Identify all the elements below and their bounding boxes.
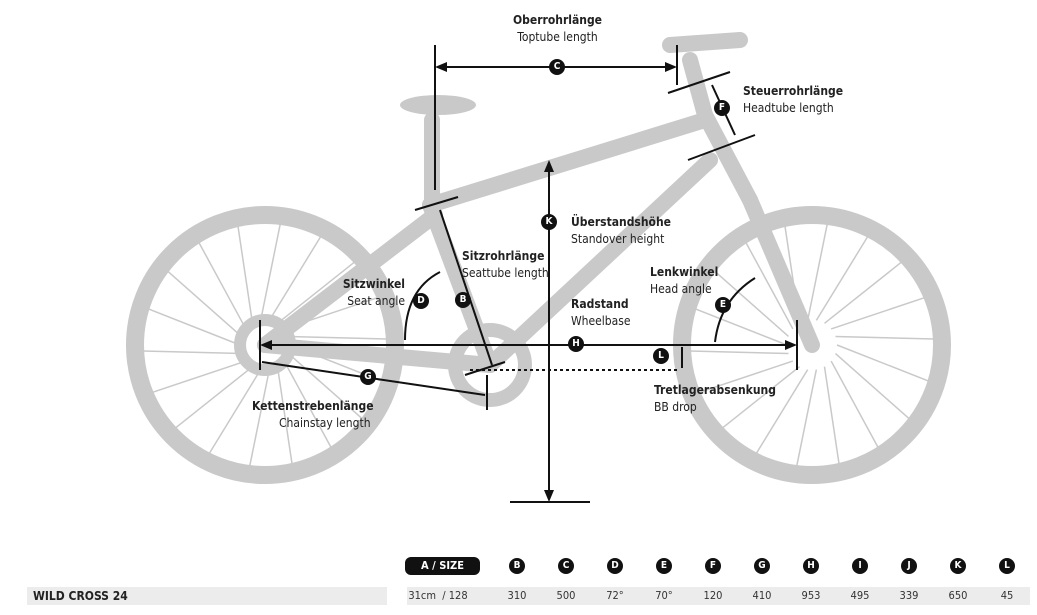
spoke [824,261,902,324]
model-name: WILD CROSS 24 [33,589,128,603]
spoke [699,360,794,394]
col-header-c: C [558,558,574,574]
col-header-f: F [705,558,721,574]
spoke [152,360,247,394]
spoke [143,350,242,355]
spoke [198,242,247,330]
spoke [690,350,789,355]
spoke [259,223,282,321]
spoke [695,308,788,346]
size-value: 31cm / 128 [408,589,468,602]
row-bg-model [27,587,387,605]
chainring [448,323,532,407]
spoke [835,335,934,340]
col-header-d: D [607,558,623,574]
spoke [288,335,387,340]
badge-l: L [653,348,669,364]
badge-c: C [549,59,565,75]
spoke [806,223,829,321]
saddle [400,95,476,115]
spoke [714,270,790,338]
spoke [834,352,910,420]
value-d: 72° [606,589,624,602]
badge-b: B [455,292,471,308]
badge-h: H [568,336,584,352]
col-header-i: I [852,558,868,574]
badge-g: G [360,369,376,385]
col-header-j: J [901,558,917,574]
value-g: 410 [752,589,772,602]
spoke [745,242,794,330]
spoke [277,261,355,324]
spoke [248,369,271,467]
badge-e: E [715,297,731,313]
value-e: 70° [655,589,673,602]
value-j: 339 [899,589,919,602]
spoke [830,296,925,330]
spoke [175,366,253,429]
badge-f: F [714,100,730,116]
spoke [208,369,262,454]
value-k: 650 [948,589,968,602]
value-h: 953 [801,589,821,602]
col-header-b: B [509,558,525,574]
spoke [287,352,363,420]
value-b: 310 [507,589,527,602]
col-header-e: E [656,558,672,574]
bike-geometry-diagram [126,32,951,503]
badge-k: K [541,214,557,230]
col-header-g: G [754,558,770,574]
frame [257,32,820,373]
spoke [815,236,869,321]
col-header-l: L [999,558,1015,574]
spoke [276,366,293,465]
value-l: 45 [1000,589,1014,602]
spoke [148,308,241,346]
badge-d: D [413,293,429,309]
value-f: 120 [703,589,723,602]
spoke [167,270,243,338]
col-header-k: K [950,558,966,574]
spoke [722,366,800,429]
spoke [795,369,818,467]
col-header-h: H [803,558,819,574]
value-i: 495 [850,589,870,602]
spoke [755,369,809,454]
spoke [237,225,254,324]
value-c: 500 [556,589,576,602]
size-header: A / SIZE [405,557,480,575]
spoke [823,366,840,465]
spoke [268,236,322,321]
spoke [830,360,879,448]
row-bg-values [407,587,1030,605]
spoke [836,344,929,382]
spoke [283,360,332,448]
